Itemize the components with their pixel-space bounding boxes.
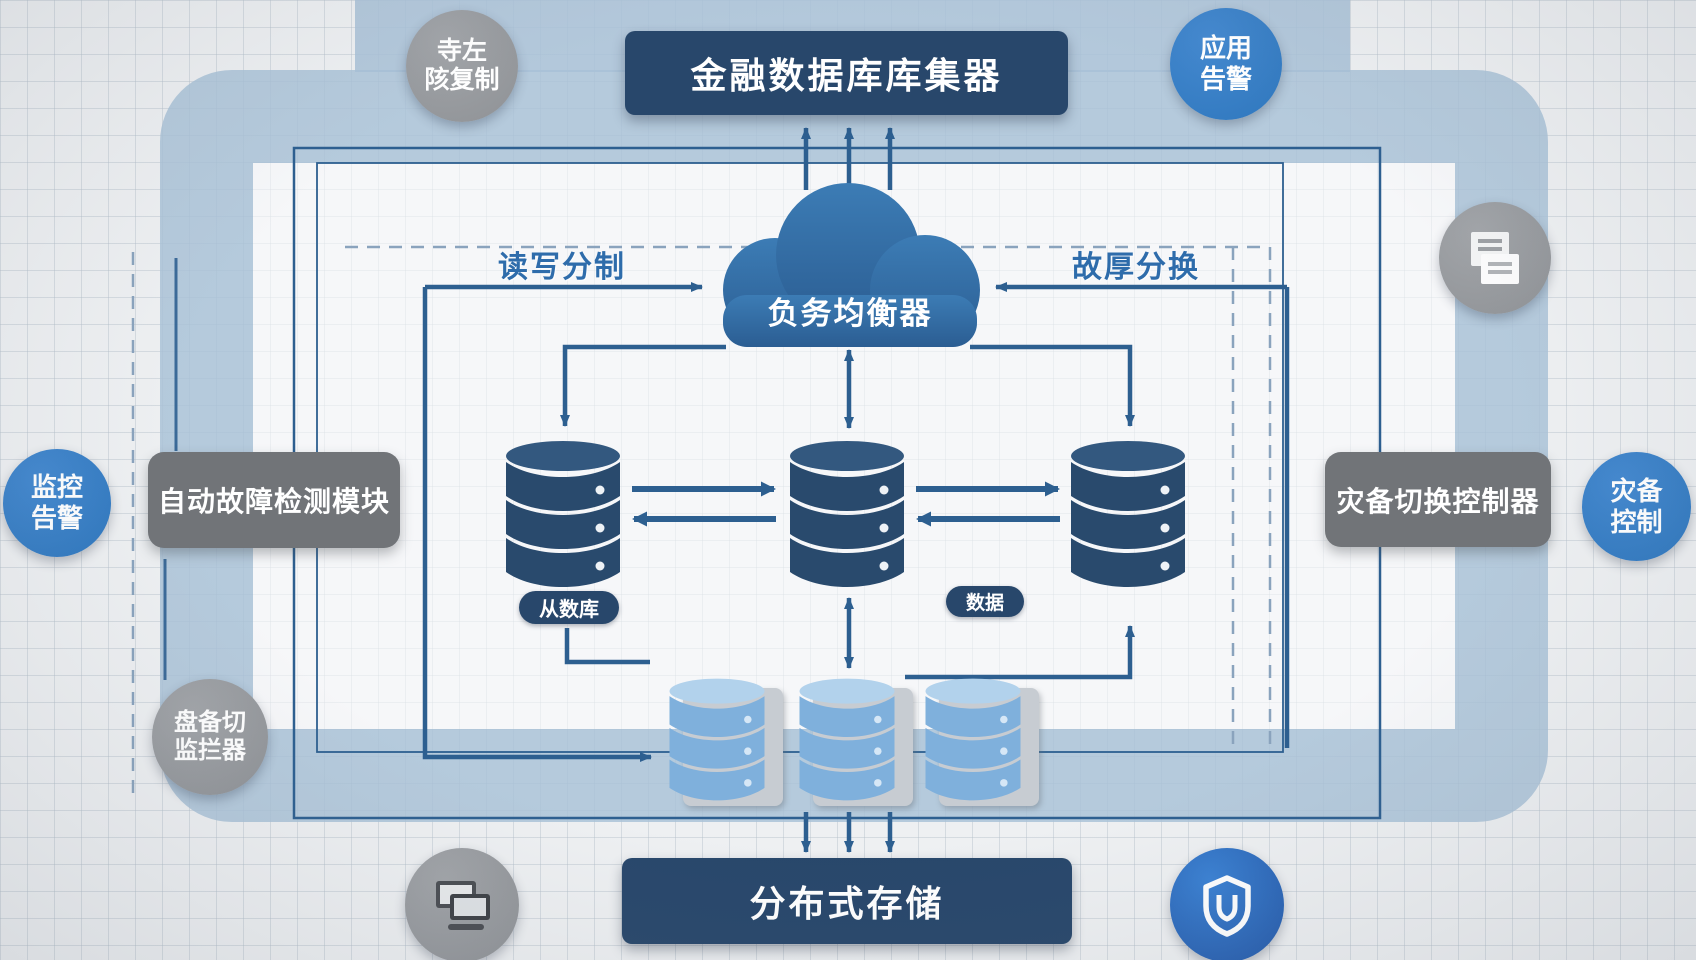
shield-logo-circle bbox=[1170, 848, 1284, 960]
master-replication-line1: 寺左 bbox=[436, 36, 487, 65]
distributed-storage-label: 分布式存储 bbox=[749, 883, 945, 924]
backup-switch-line1: 盘备切 bbox=[174, 708, 246, 736]
workstation-circle bbox=[405, 848, 519, 960]
backup-switch-line2: 监拦器 bbox=[174, 737, 246, 764]
data-badge: 数据 bbox=[946, 586, 1024, 617]
load-balancer-label: 负务均衡器 bbox=[767, 296, 933, 331]
dr-control-line2: 控制 bbox=[1610, 506, 1663, 537]
slave-db-cylinder-right bbox=[1068, 438, 1188, 596]
storage-db-cylinder-1 bbox=[667, 676, 767, 808]
app-alert-line1: 应用 bbox=[1199, 33, 1252, 64]
fault-detection-module-box: 自动故障检测模块 bbox=[148, 452, 400, 548]
load-balancer-cloud-shape bbox=[723, 183, 980, 347]
monitoring-alert-line1: 监控 bbox=[30, 472, 83, 503]
fault-detection-module-label: 自动故障检测模块 bbox=[157, 486, 390, 517]
storage-db-cylinder-3 bbox=[923, 676, 1023, 808]
failover-label: 故厚分换 bbox=[1072, 251, 1200, 284]
app-alert-line2: 告警 bbox=[1199, 64, 1252, 94]
slave-db-badge: 从数库 bbox=[519, 591, 619, 624]
financial-db-cluster-label: 金融数据库库集器 bbox=[690, 55, 1003, 96]
master-replication-circle: 寺左 陔复制 bbox=[406, 10, 518, 122]
backup-switch-monitor-circle: 盘备切 监拦器 bbox=[152, 679, 268, 795]
storage-db-cylinder-2 bbox=[797, 676, 897, 808]
monitoring-alert-line2: 告警 bbox=[30, 503, 83, 533]
document-icon bbox=[1471, 232, 1519, 284]
slave-db-badge-label: 从数库 bbox=[539, 599, 599, 621]
shield-icon bbox=[1203, 875, 1251, 937]
dr-switch-controller-box: 灾备切换控制器 bbox=[1325, 452, 1551, 547]
app-alert-circle: 应用 告警 bbox=[1170, 8, 1282, 120]
dr-control-line1: 灾备 bbox=[1610, 475, 1663, 506]
monitors-icon bbox=[436, 881, 490, 930]
master-replication-line2: 陔复制 bbox=[424, 66, 500, 94]
read-write-split-label: 读写分制 bbox=[498, 251, 626, 284]
monitoring-alert-circle: 监控 告警 bbox=[3, 449, 111, 557]
data-badge-label: 数据 bbox=[965, 593, 1004, 614]
dr-switch-controller-label: 灾备切换控制器 bbox=[1336, 485, 1540, 517]
master-db-cylinder-center bbox=[787, 438, 907, 596]
financial-db-cluster-box: 金融数据库库集器 bbox=[625, 31, 1068, 115]
document-circle bbox=[1439, 202, 1551, 314]
master-db-cylinder-left bbox=[503, 438, 623, 596]
dr-control-circle: 灾备 控制 bbox=[1582, 452, 1691, 561]
distributed-storage-box: 分布式存储 bbox=[622, 858, 1072, 944]
